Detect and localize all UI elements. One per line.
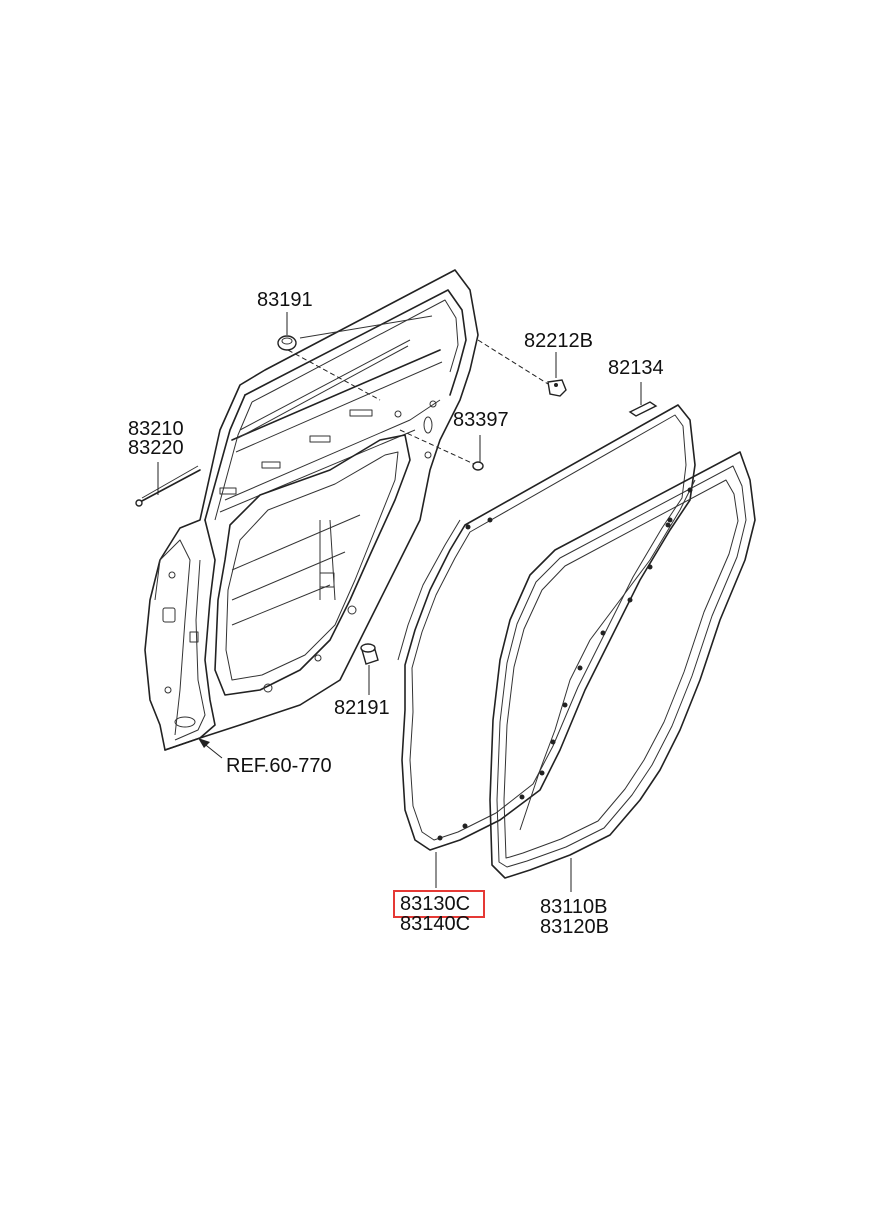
label-ref-60-770[interactable]: REF.60-770 bbox=[226, 755, 332, 777]
label-82134[interactable]: 82134 bbox=[608, 357, 664, 379]
label-82212b[interactable]: 82212B bbox=[524, 330, 593, 352]
label-83120b[interactable]: 83120B bbox=[540, 916, 609, 938]
body-weatherstrip-83110b bbox=[489, 451, 756, 879]
label-82191[interactable]: 82191 bbox=[334, 697, 390, 719]
label-83110b[interactable]: 83110B bbox=[540, 896, 608, 918]
plug-83397 bbox=[472, 461, 484, 471]
label-83210[interactable]: 83210 bbox=[128, 418, 184, 440]
label-83220[interactable]: 83220 bbox=[128, 437, 184, 459]
leader-lines bbox=[157, 312, 642, 892]
label-83191[interactable]: 83191 bbox=[257, 289, 313, 311]
highlight-box bbox=[393, 890, 485, 918]
label-83140c[interactable]: 83140C bbox=[400, 913, 471, 935]
label-83130c[interactable]: 83130C bbox=[400, 893, 471, 915]
rod-83210 bbox=[135, 465, 201, 507]
tape-82134 bbox=[628, 401, 658, 417]
label-83397[interactable]: 83397 bbox=[453, 409, 509, 431]
door-panel bbox=[144, 269, 479, 751]
clip-82212b bbox=[547, 379, 567, 397]
grommet-83191 bbox=[277, 335, 297, 351]
door-weatherstrip-83130c bbox=[397, 404, 696, 851]
bumper-82191 bbox=[360, 643, 379, 665]
